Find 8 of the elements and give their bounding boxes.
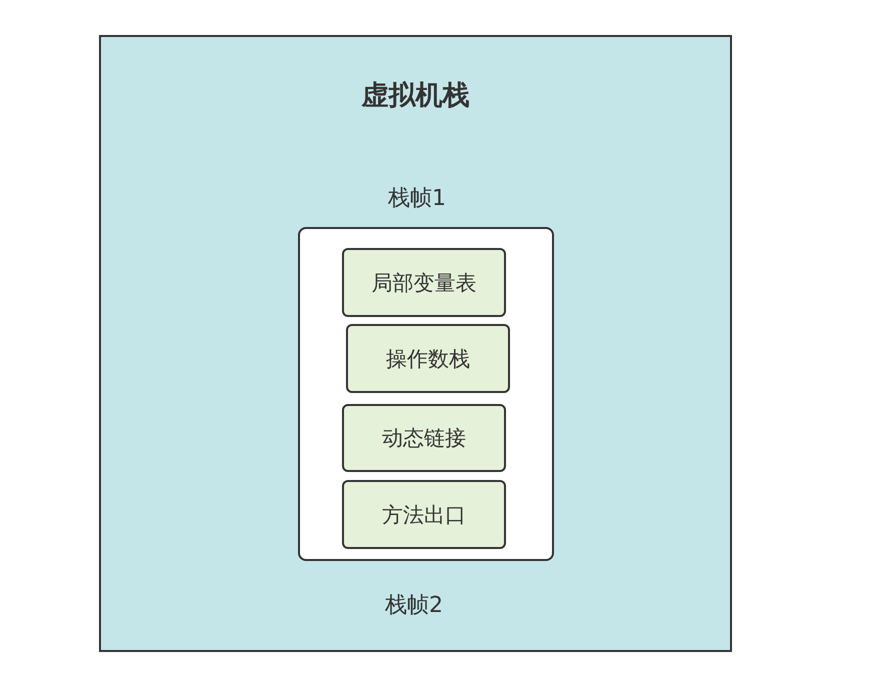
stack-panel — [99, 35, 732, 652]
frame-label: 栈帧2 — [385, 592, 443, 620]
process-box: 局部变量表 — [342, 248, 506, 317]
process-box: 操作数栈 — [346, 324, 510, 393]
panel-title: 虚拟机栈 — [360, 79, 470, 113]
process-box: 动态链接 — [342, 404, 506, 472]
frame-heading: 栈帧1 — [387, 185, 447, 213]
process-box: 方法出口 — [342, 480, 506, 549]
